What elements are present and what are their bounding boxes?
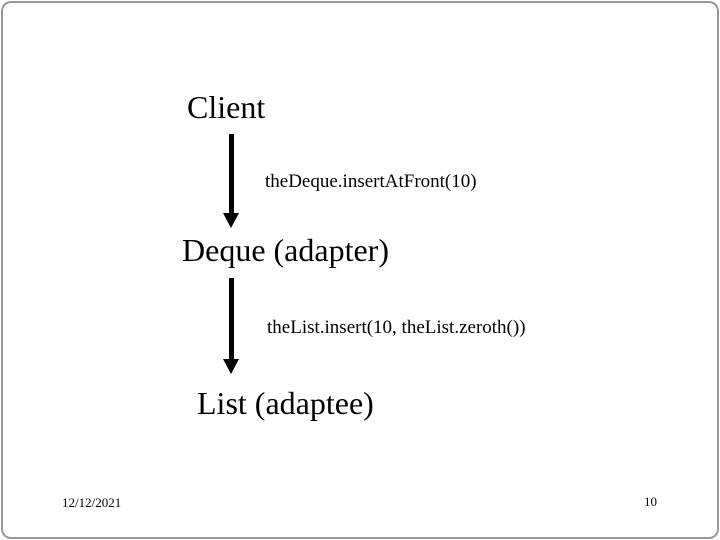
down-arrowhead-icon bbox=[223, 359, 239, 374]
adaptee-node-label: List (adaptee) bbox=[197, 385, 374, 421]
page-number: 10 bbox=[644, 494, 657, 509]
down-arrowhead-icon bbox=[223, 213, 239, 228]
arrow-client-to-deque bbox=[223, 134, 239, 228]
deque-method-call-label: theDeque.insertAtFront(10) bbox=[265, 171, 477, 192]
arrow-deque-to-list bbox=[223, 278, 239, 374]
arrow-shaft bbox=[228, 134, 234, 214]
arrow-shaft bbox=[228, 278, 234, 360]
footer-date: 12/12/2021 bbox=[62, 495, 122, 510]
list-method-call-label: theList.insert(10, theList.zeroth()) bbox=[267, 317, 526, 338]
adapter-node-label: Deque (adapter) bbox=[182, 232, 389, 268]
client-node-label: Client bbox=[187, 89, 266, 125]
